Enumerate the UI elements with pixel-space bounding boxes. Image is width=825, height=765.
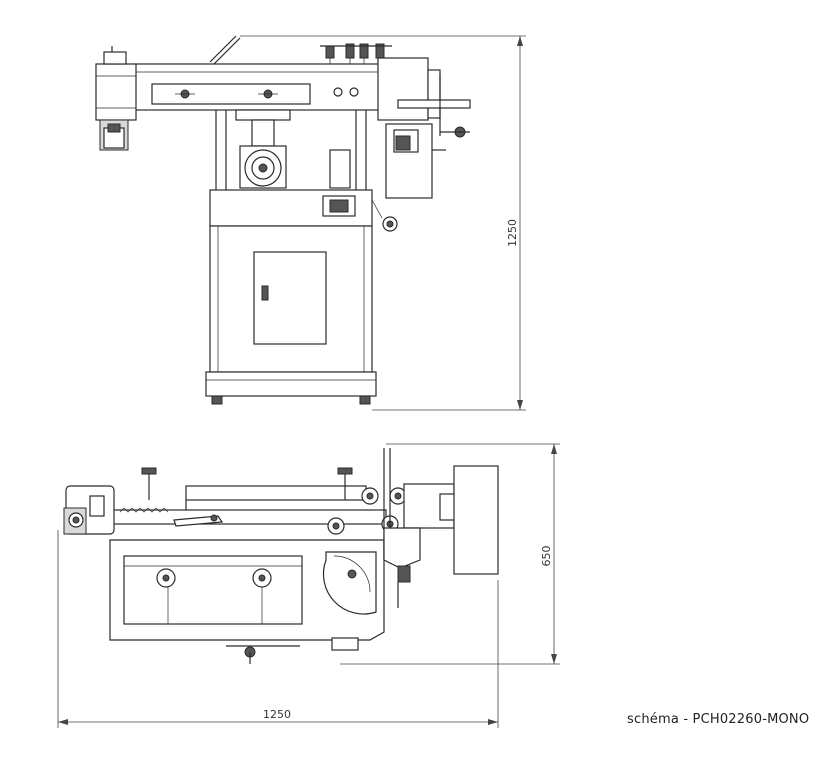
- width-dimension: 1250: [57, 530, 499, 728]
- schematic-caption: schéma - PCH02260-MONO: [627, 712, 810, 727]
- front-base: [205, 371, 377, 397]
- front-fence-bar: [151, 83, 311, 105]
- depth-dimension: 650: [340, 443, 560, 665]
- top-protractor: [322, 551, 377, 615]
- top-side-table: [453, 465, 499, 575]
- top-view: [63, 448, 499, 664]
- height-label: 1250: [506, 219, 519, 247]
- front-motor-housing: [377, 57, 429, 121]
- top-fence: [123, 555, 303, 625]
- front-side-table: [397, 99, 471, 109]
- depth-label: 650: [540, 546, 553, 567]
- front-left-head: [95, 63, 137, 121]
- height-dimension: 1250: [240, 35, 526, 411]
- width-label: 1250: [263, 708, 291, 721]
- front-view: [95, 35, 471, 405]
